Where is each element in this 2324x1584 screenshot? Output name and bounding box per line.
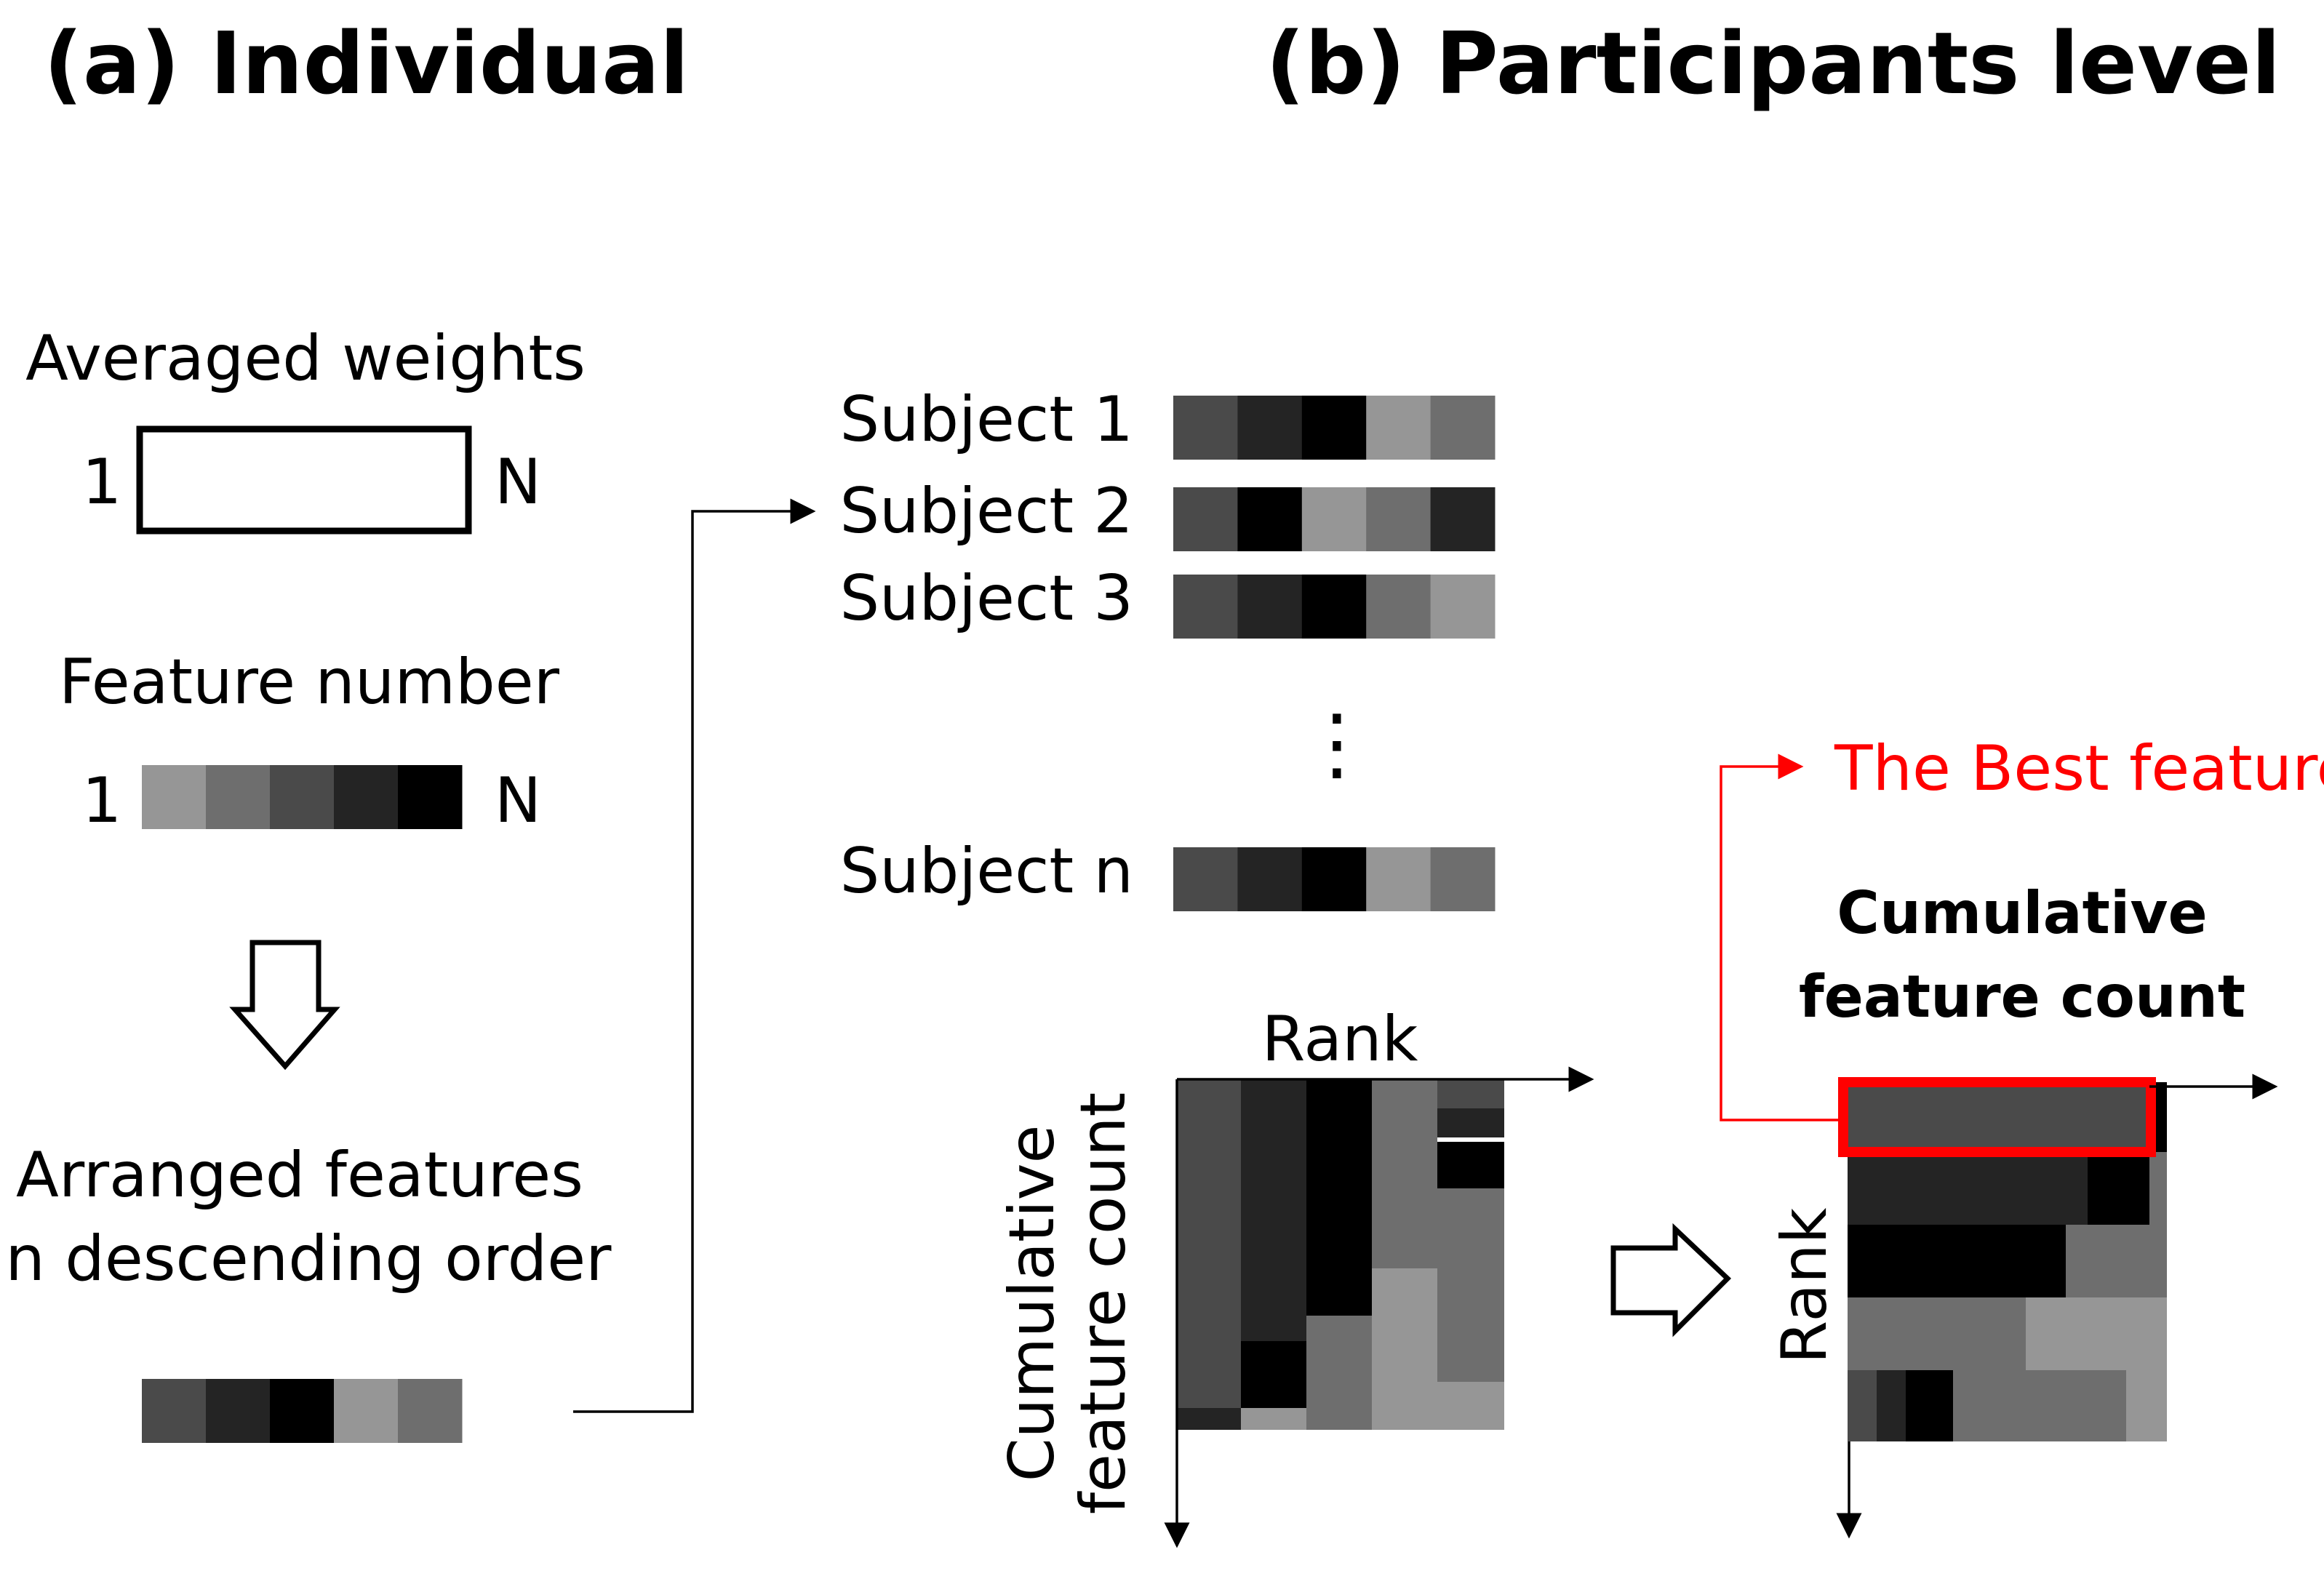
ellipsis-vertical: ⋮ [1297,697,1377,790]
matrix-cell [1306,1079,1372,1316]
feature-number-end-index: N [495,764,541,837]
connector-arrow [573,498,816,1413]
arranged-features-label-line1: Arranged features [16,1139,583,1212]
subject-feature-cell [1366,575,1431,639]
arranged-feature-cell [206,1379,271,1443]
subject-feature-cell [1237,847,1303,911]
subject-label: Subject n [840,835,1133,908]
best-feature-pointer-arrow [1720,753,1843,1121]
matrix-cell [1437,1382,1504,1430]
weights-start-index: 1 [82,446,122,519]
feature-cell [334,765,399,829]
matrix-side-label-line1: Cumulative [996,1125,1069,1482]
feature-cell [398,765,463,829]
matrix-cell [1372,1079,1437,1268]
result-cell [2026,1297,2167,1370]
subject-feature-cell [1301,396,1367,460]
arranged-feature-cell [270,1379,335,1443]
subject-feature-cell [1237,575,1303,639]
heading-participants: (b) Participants level [1266,13,2281,113]
subject-feature-cell [1430,575,1496,639]
result-cell [1906,1370,1953,1441]
feature-number-color-strip [142,765,463,829]
matrix-cell [1437,1142,1504,1188]
subject-feature-cell [1173,396,1238,460]
feature-cell [206,765,271,829]
subject-feature-cell [1430,847,1496,911]
result-cell [1953,1370,2126,1441]
subject-feature-cell [1366,847,1431,911]
subject-feature-cell [1173,575,1238,639]
best-feature-highlight [1838,1077,2156,1157]
matrix-rank-label: Rank [1262,1003,1418,1076]
feature-number-start-index: 1 [82,764,122,837]
subject-feature-cell [1173,487,1238,551]
matrix-cell [1241,1408,1306,1430]
matrix-cell [1437,1079,1504,1108]
cumulative-matrix [1177,1079,1504,1430]
subject-feature-cell [1430,487,1496,551]
subject-feature-cell [1237,487,1303,551]
matrix-cell [1372,1268,1437,1430]
subject-feature-cell [1173,847,1238,911]
feature-cell [270,765,335,829]
result-title-line1: Cumulative [1837,879,2207,947]
result-row-1 [1848,1082,2160,1152]
result-rank-label: Rank [1768,1207,1841,1364]
matrix-cell [1437,1137,1504,1142]
arranged-features-label-line2: in descending order [0,1223,612,1295]
matrix-cell [1177,1079,1241,1408]
feature-number-label: Feature number [59,646,560,719]
subject-feature-cell [1301,847,1367,911]
result-row-2 [1848,1152,2088,1225]
arranged-feature-cell [334,1379,399,1443]
feature-cell [142,765,207,829]
subject-feature-cell [1237,396,1303,460]
arranged-feature-cell [398,1379,463,1443]
matrix-cell [1437,1188,1504,1382]
matrix-cell [1306,1316,1372,1430]
matrix-cell [1241,1079,1306,1341]
heading-individual: (a) Individual [44,13,689,113]
right-arrow-icon [1610,1223,1732,1337]
matrix-side-label: Cumulative feature count [996,1092,1140,1514]
subject-feature-cell [1301,575,1367,639]
subject-label: Subject 3 [839,562,1133,635]
subject-feature-cell [1366,396,1431,460]
result-cell [2126,1370,2167,1441]
result-cell [2149,1152,2167,1225]
result-row-5 [1848,1370,1877,1441]
subject-feature-cell [1301,487,1367,551]
subject-feature-cell [1430,396,1496,460]
matrix-side-label-line2: feature count [1067,1092,1140,1514]
averaged-weights-box [136,425,472,535]
subject-list: Subject 1 Subject 2 Subject 3 Subject n [839,383,1496,911]
matrix-cell [1437,1108,1504,1137]
result-matrix [1848,1082,2167,1441]
result-row-4 [1848,1297,2026,1370]
result-cell [1877,1370,1906,1441]
subject-feature-cell [1366,487,1431,551]
averaged-weights-label: Averaged weights [25,322,586,395]
matrix-cell [1241,1341,1306,1408]
subject-label: Subject 2 [839,475,1133,548]
result-cell [2088,1152,2149,1225]
result-title-line2: feature count [1799,963,2245,1031]
result-cell [2066,1225,2167,1297]
arranged-feature-cell [142,1379,207,1443]
matrix-cell [1177,1408,1241,1430]
result-row-3 [1848,1225,2066,1297]
weights-end-index: N [495,446,541,519]
arranged-features-color-strip [142,1379,463,1443]
best-feature-label: The Best feature [1834,732,2324,805]
subject-label: Subject 1 [839,383,1133,456]
down-arrow-icon [229,940,340,1071]
